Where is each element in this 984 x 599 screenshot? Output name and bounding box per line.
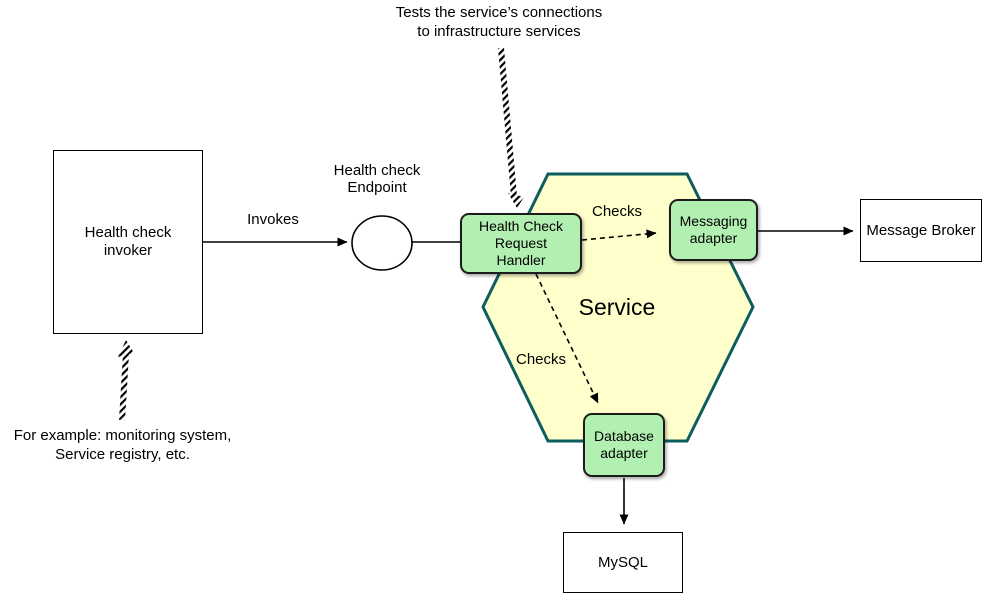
health-check-endpoint-label: Health check Endpoint [333,162,421,196]
invokes-edge-label: Invokes [247,211,299,228]
endpoint-circle [351,215,413,271]
top-note-connector [498,47,517,197]
bottom-note: For example: monitoring system, Service … [13,427,232,463]
top-note: Tests the service’s connections to infra… [395,4,603,40]
checks-messaging-arrow [581,229,657,241]
database-adapter-node: Database adapter [583,413,665,477]
mysql-node: MySQL [563,532,683,593]
health-check-invoker-node: Health check invoker [53,150,203,334]
service-label: Service [578,294,656,320]
health-check-request-handler-node: Health Check Request Handler [460,213,582,274]
messaging-adapter-node: Messaging adapter [669,199,758,261]
checks-database-arrow [535,273,599,404]
checks-database-edge-label: Checks [515,351,567,368]
checks-messaging-edge-label: Checks [591,203,643,220]
bottom-note-connector-tip [118,340,134,357]
bottom-note-connector [119,353,129,421]
message-broker-node: Message Broker [860,199,982,262]
top-note-connector-tip [508,193,524,208]
